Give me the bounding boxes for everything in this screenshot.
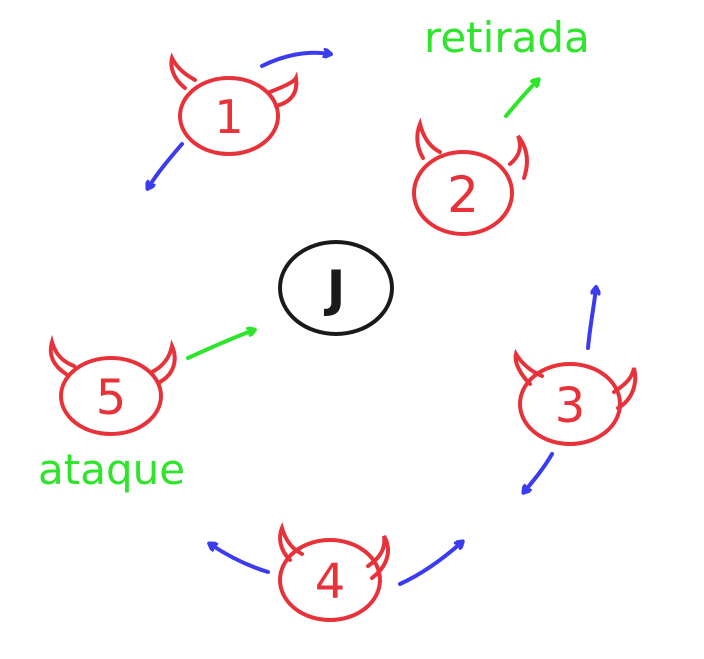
demon-4-right-horn [366, 535, 390, 580]
demon-4-move-arrow-left [210, 544, 270, 574]
center-circle [278, 240, 394, 336]
demon-1-left-horn [169, 52, 197, 90]
demon-1-head [178, 76, 280, 156]
demon-2-right-horn [508, 134, 529, 180]
demon-3-move-arrow-down [524, 452, 554, 492]
demon-5-head [59, 356, 163, 436]
demon-1-move-arrow-right [260, 53, 330, 68]
demon-2-head [412, 150, 514, 236]
demon-5-left-horn [48, 334, 76, 376]
attack-arrow [186, 330, 254, 360]
retreat-label: retirada [424, 13, 590, 62]
demon-3-label: 3 [555, 378, 586, 434]
demon-1: 1 [169, 52, 299, 156]
demon-3-right-horn [612, 367, 638, 410]
demon-5-label: 5 [96, 370, 127, 426]
demon-3: 3 [513, 348, 638, 446]
demon-1-right-horn [268, 71, 299, 108]
demon-2: 2 [412, 117, 529, 236]
demon-4-head [278, 538, 382, 622]
demon-5: 5 [48, 334, 177, 436]
demon-2-left-horn [415, 117, 442, 160]
demon-1-move-arrow-left [148, 142, 184, 188]
demon-4: 4 [278, 521, 390, 622]
demon-3-move-arrow-up [586, 288, 596, 350]
center-label: J [324, 260, 346, 318]
demon-1-label: 1 [214, 90, 243, 144]
demon-3-left-horn [513, 348, 544, 386]
demon-3-head [518, 362, 622, 446]
demon-2-label: 2 [447, 166, 479, 224]
retreat-arrow [504, 80, 538, 118]
demon-4-label: 4 [315, 554, 346, 610]
demon-4-move-arrow-right [398, 542, 462, 586]
attack-label: ataque [38, 445, 185, 494]
center-node-j: J [278, 240, 394, 336]
demon-5-right-horn [150, 339, 177, 384]
